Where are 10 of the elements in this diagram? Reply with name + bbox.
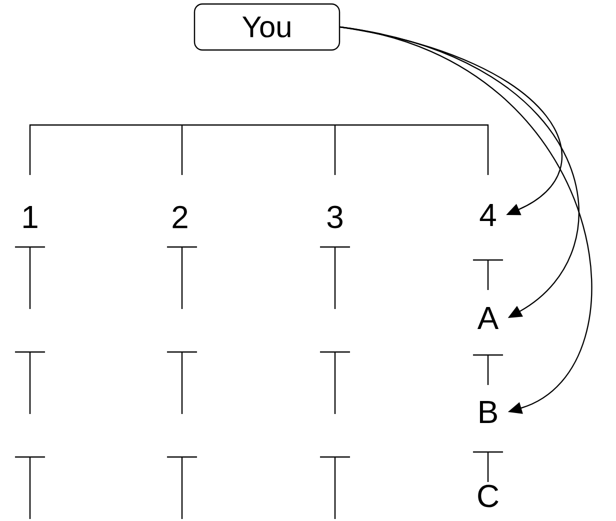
curved-arrow [340,26,562,216]
person-box: You [194,3,340,51]
item-label: C [478,484,498,508]
column-label: 2 [172,206,188,228]
column-label: 1 [24,206,38,228]
curved-arrow [340,26,592,414]
column-label: 3 [327,206,342,228]
column-label: 4 [480,204,496,226]
item-label: B [480,401,497,423]
item-label: A [477,307,499,329]
